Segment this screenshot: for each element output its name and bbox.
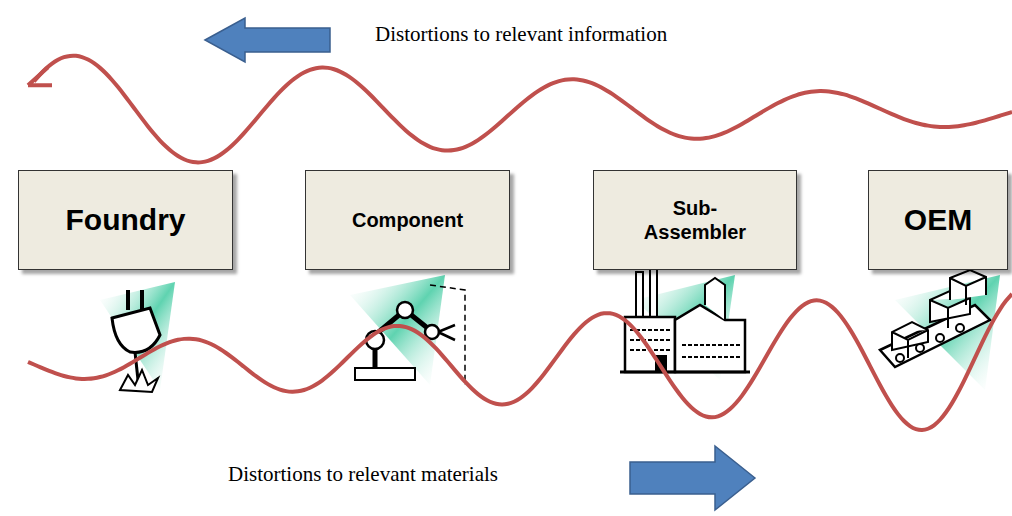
box-label: Component [352,208,463,232]
process-box: OEM [868,170,1008,270]
box-label: OEM [904,202,972,238]
flow-caption: Distortions to relevant information [375,22,667,47]
information-wave [34,56,1012,163]
left-arrow [205,18,330,62]
conveyor-icon [880,270,1000,390]
box-label: Foundry [66,202,186,238]
materials-wave [28,294,1012,430]
factory-icon [620,268,750,380]
right-arrow [630,446,755,510]
process-box: Foundry [18,170,233,270]
flow-caption: Distortions to relevant materials [228,462,498,487]
wave-arrowhead [28,67,52,85]
box-label: Sub- Assembler [635,196,755,244]
process-box: Sub- Assembler [593,170,797,270]
process-box: Component [305,170,510,270]
foundry-icon [100,282,175,392]
robot-icon [350,275,465,385]
